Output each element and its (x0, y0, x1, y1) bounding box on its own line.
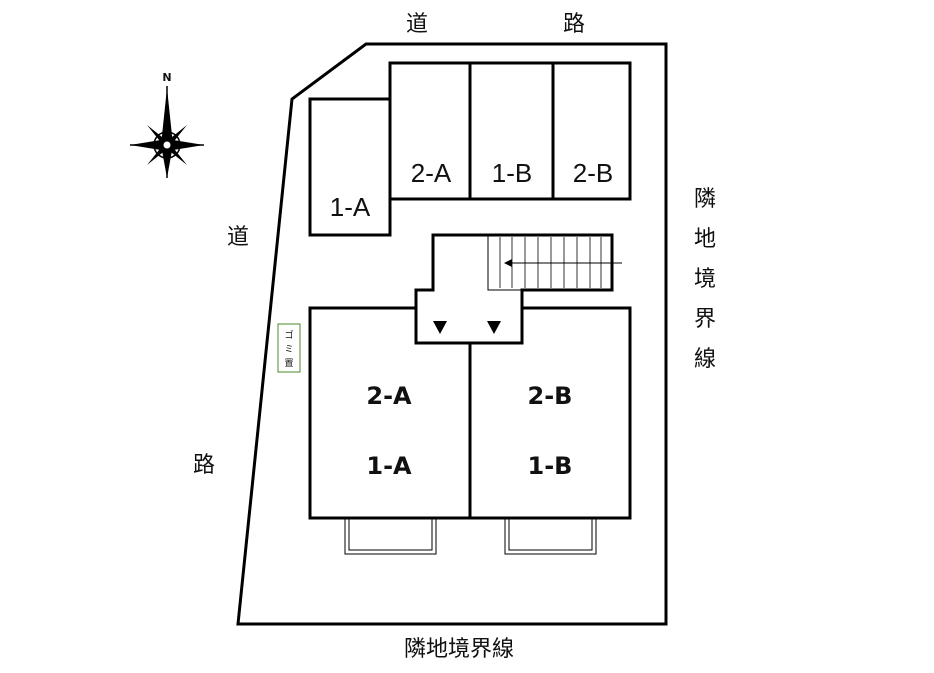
building: 2-A 1-A 2-B 1-B (308, 306, 632, 555)
garbage-label-char-2: ミ (284, 345, 293, 355)
right-boundary-char-5: 線 (694, 347, 716, 372)
garbage-station: ゴ ミ 置 (277, 323, 301, 373)
stair-direction-arrow-icon (504, 259, 622, 267)
unit-b-upper-label: 2-B (528, 382, 573, 410)
compass-north-label: N (162, 71, 171, 84)
garbage-station-box (277, 323, 301, 373)
bottom-boundary-label: 隣地境界線 (404, 637, 514, 662)
parking-label-2a: 2-A (411, 158, 452, 188)
right-boundary-char-3: 境 (694, 267, 716, 292)
left-road-char-2: 路 (193, 453, 215, 478)
right-boundary-char-4: 界 (694, 307, 716, 332)
compass-icon: N (130, 71, 204, 178)
left-road-char-1: 道 (227, 225, 249, 250)
parking-label-2b: 2-B (573, 158, 613, 188)
parking-label-1b: 1-B (492, 158, 532, 188)
staircase (414, 233, 622, 345)
garbage-label-char-1: ゴ (284, 329, 293, 341)
top-road-char-1: 道 (406, 12, 428, 37)
site-boundary (236, 42, 668, 626)
top-road-char-2: 路 (563, 12, 585, 37)
parking-space-2b (551, 61, 632, 201)
unit-a-lower-label: 1-A (366, 452, 412, 480)
entrance-marker-a-icon (433, 321, 447, 334)
balcony-a (344, 517, 437, 555)
unit-a-upper-label: 2-A (366, 382, 412, 410)
stair-landing (414, 233, 614, 345)
parking-label-1a: 1-A (330, 192, 371, 222)
right-boundary-char-2: 地 (694, 227, 716, 252)
garbage-label-char-3: 置 (284, 358, 293, 369)
right-boundary-char-1: 隣 (694, 187, 716, 212)
parking-area: 1-A 2-A 1-B 2-B (308, 61, 632, 237)
entrance-marker-b-icon (487, 321, 501, 334)
unit-b-lower-label: 1-B (528, 452, 573, 480)
balcony-b (504, 517, 597, 555)
